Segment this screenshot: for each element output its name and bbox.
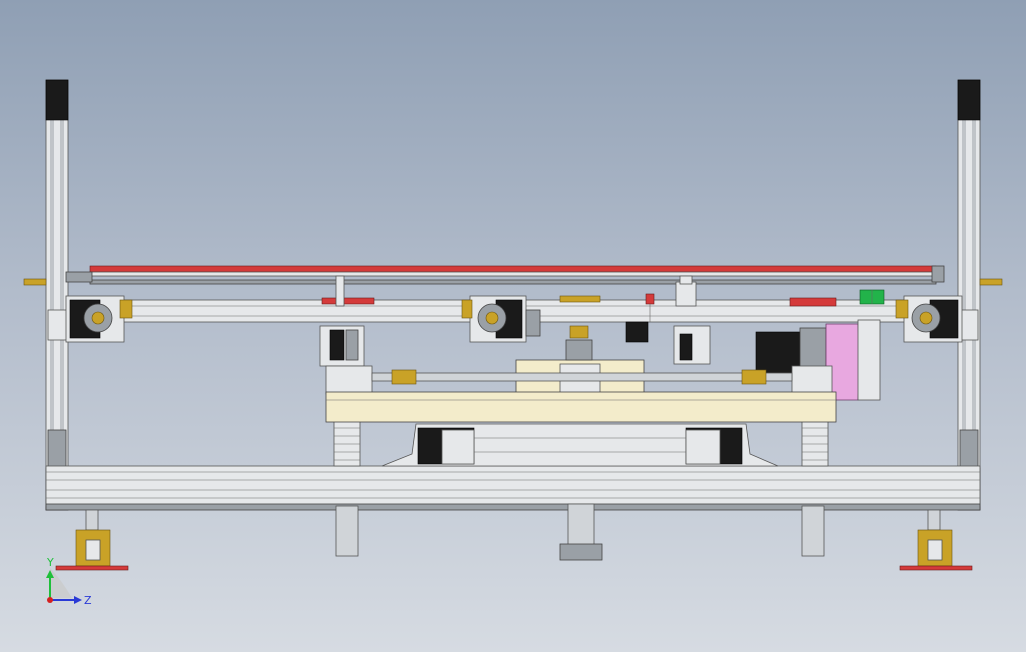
orientation-triad: Y Z: [46, 556, 92, 607]
left-gear-drive: [65, 271, 133, 343]
motor-assembly: [755, 319, 881, 401]
horizontal-actuator-rod: [325, 365, 833, 395]
right-guide-column: [673, 325, 829, 557]
lower-slide-base: [381, 423, 779, 561]
right-control-block: [789, 289, 885, 307]
y-axis-label: Y: [46, 556, 54, 569]
left-vertical-post: [45, 79, 69, 511]
right-leveling-foot: [899, 509, 973, 571]
top-rail-brackets: [321, 275, 697, 343]
cream-main-plate: [325, 391, 837, 423]
left-leveling-foot: [55, 509, 129, 571]
left-guide-column: [319, 325, 365, 557]
center-gear-drive: [461, 295, 541, 343]
right-vertical-post: [957, 79, 981, 511]
bottom-frame-beam: [45, 465, 981, 511]
center-upper-block: [515, 325, 645, 397]
right-gear-drive: [895, 265, 963, 343]
z-axis-label: Z: [84, 594, 92, 607]
